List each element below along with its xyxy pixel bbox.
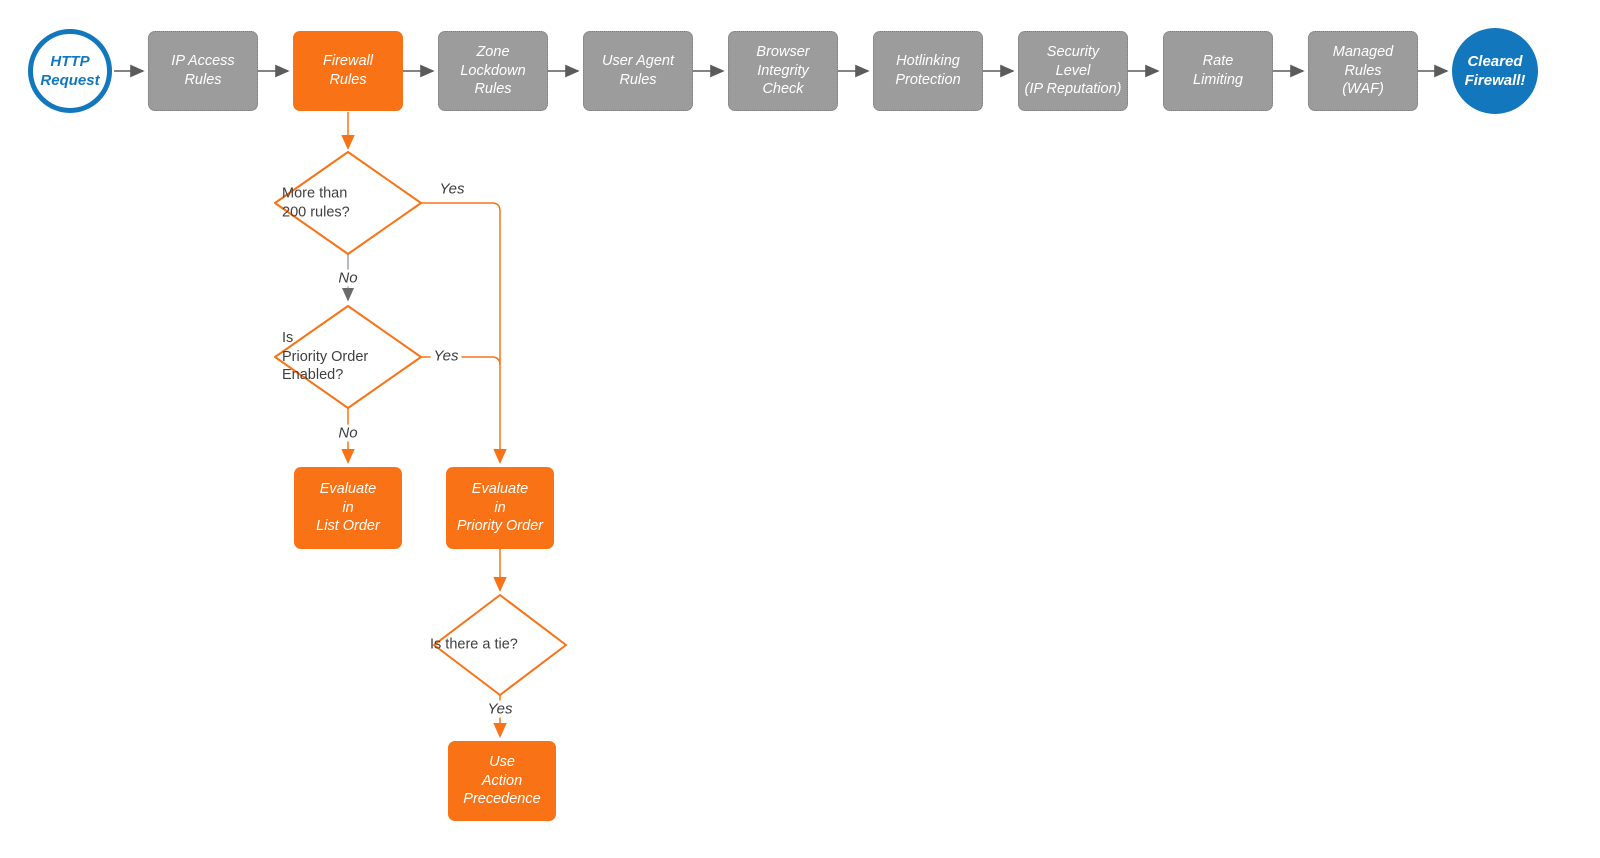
node-evaluate-in-list-order: Evaluate in List Order [294, 467, 402, 549]
stage-ip-access-rules: IP Access Rules [148, 31, 258, 111]
node-cleared-firewall-label: Cleared Firewall! [1464, 52, 1526, 89]
stage-user-agent-rules: User Agent Rules [583, 31, 693, 111]
stage-browser-integrity-check-label: Browser Integrity Check [756, 44, 810, 98]
node-use-action-precedence-label: Use Action Precedence [463, 754, 541, 808]
node-use-action-precedence: Use Action Precedence [448, 741, 556, 821]
decision-shape-is-there-a-tie [433, 594, 567, 696]
decision-more-than-200-rules-label: More than 200 rules? [282, 185, 350, 220]
decision-shape-priority-order-enabled [274, 305, 422, 409]
edge-label-decision2-no: No [335, 424, 361, 442]
stage-rate-limiting-label: Rate Limiting [1193, 53, 1243, 88]
edge-label-decision2-yes: Yes [430, 347, 462, 365]
arrow-decision2-yes [421, 356, 501, 366]
stage-managed-rules-waf-label: Managed Rules (WAF) [1332, 44, 1394, 98]
decision-shapes [274, 151, 567, 696]
node-evaluate-in-priority-order: Evaluate in Priority Order [446, 467, 554, 549]
stage-security-level-label: Security Level (IP Reputation) [1024, 44, 1122, 98]
stage-zone-lockdown-rules-label: Zone Lockdown Rules [460, 44, 526, 98]
stage-hotlinking-protection: Hotlinking Protection [873, 31, 983, 111]
node-http-request: HTTP Request [28, 29, 112, 113]
decision-priority-order-enabled-label: Is Priority Order Enabled? [282, 330, 369, 384]
stage-security-level: Security Level (IP Reputation) [1018, 31, 1128, 111]
edge-label-decision1-yes: Yes [436, 180, 468, 198]
decision-is-there-a-tie: Is there a tie? [430, 636, 570, 655]
decision-shape-more-than-200-rules [274, 151, 422, 255]
decision-is-there-a-tie-label: Is there a tie? [430, 636, 518, 653]
stage-firewall-rules: Firewall Rules [293, 31, 403, 111]
stage-ip-access-rules-label: IP Access Rules [171, 53, 235, 88]
stage-user-agent-rules-label: User Agent Rules [602, 53, 674, 88]
arrow-decision1-yes [421, 202, 507, 464]
decision-priority-order-enabled: Is Priority Order Enabled? [282, 329, 414, 385]
stage-firewall-rules-label: Firewall Rules [323, 53, 373, 88]
decision-more-than-200-rules: More than 200 rules? [282, 184, 414, 221]
stage-browser-integrity-check: Browser Integrity Check [728, 31, 838, 111]
node-evaluate-in-priority-order-label: Evaluate in Priority Order [456, 481, 544, 535]
edge-label-decision3-yes: Yes [484, 700, 516, 718]
node-evaluate-in-list-order-label: Evaluate in List Order [316, 481, 380, 535]
edge-label-decision1-no: No [335, 269, 361, 287]
node-cleared-firewall: Cleared Firewall! [1452, 28, 1538, 114]
node-http-request-label: HTTP Request [40, 52, 100, 89]
stage-managed-rules-waf: Managed Rules (WAF) [1308, 31, 1418, 111]
stage-hotlinking-protection-label: Hotlinking Protection [895, 53, 961, 88]
stage-rate-limiting: Rate Limiting [1163, 31, 1273, 111]
stage-zone-lockdown-rules: Zone Lockdown Rules [438, 31, 548, 111]
